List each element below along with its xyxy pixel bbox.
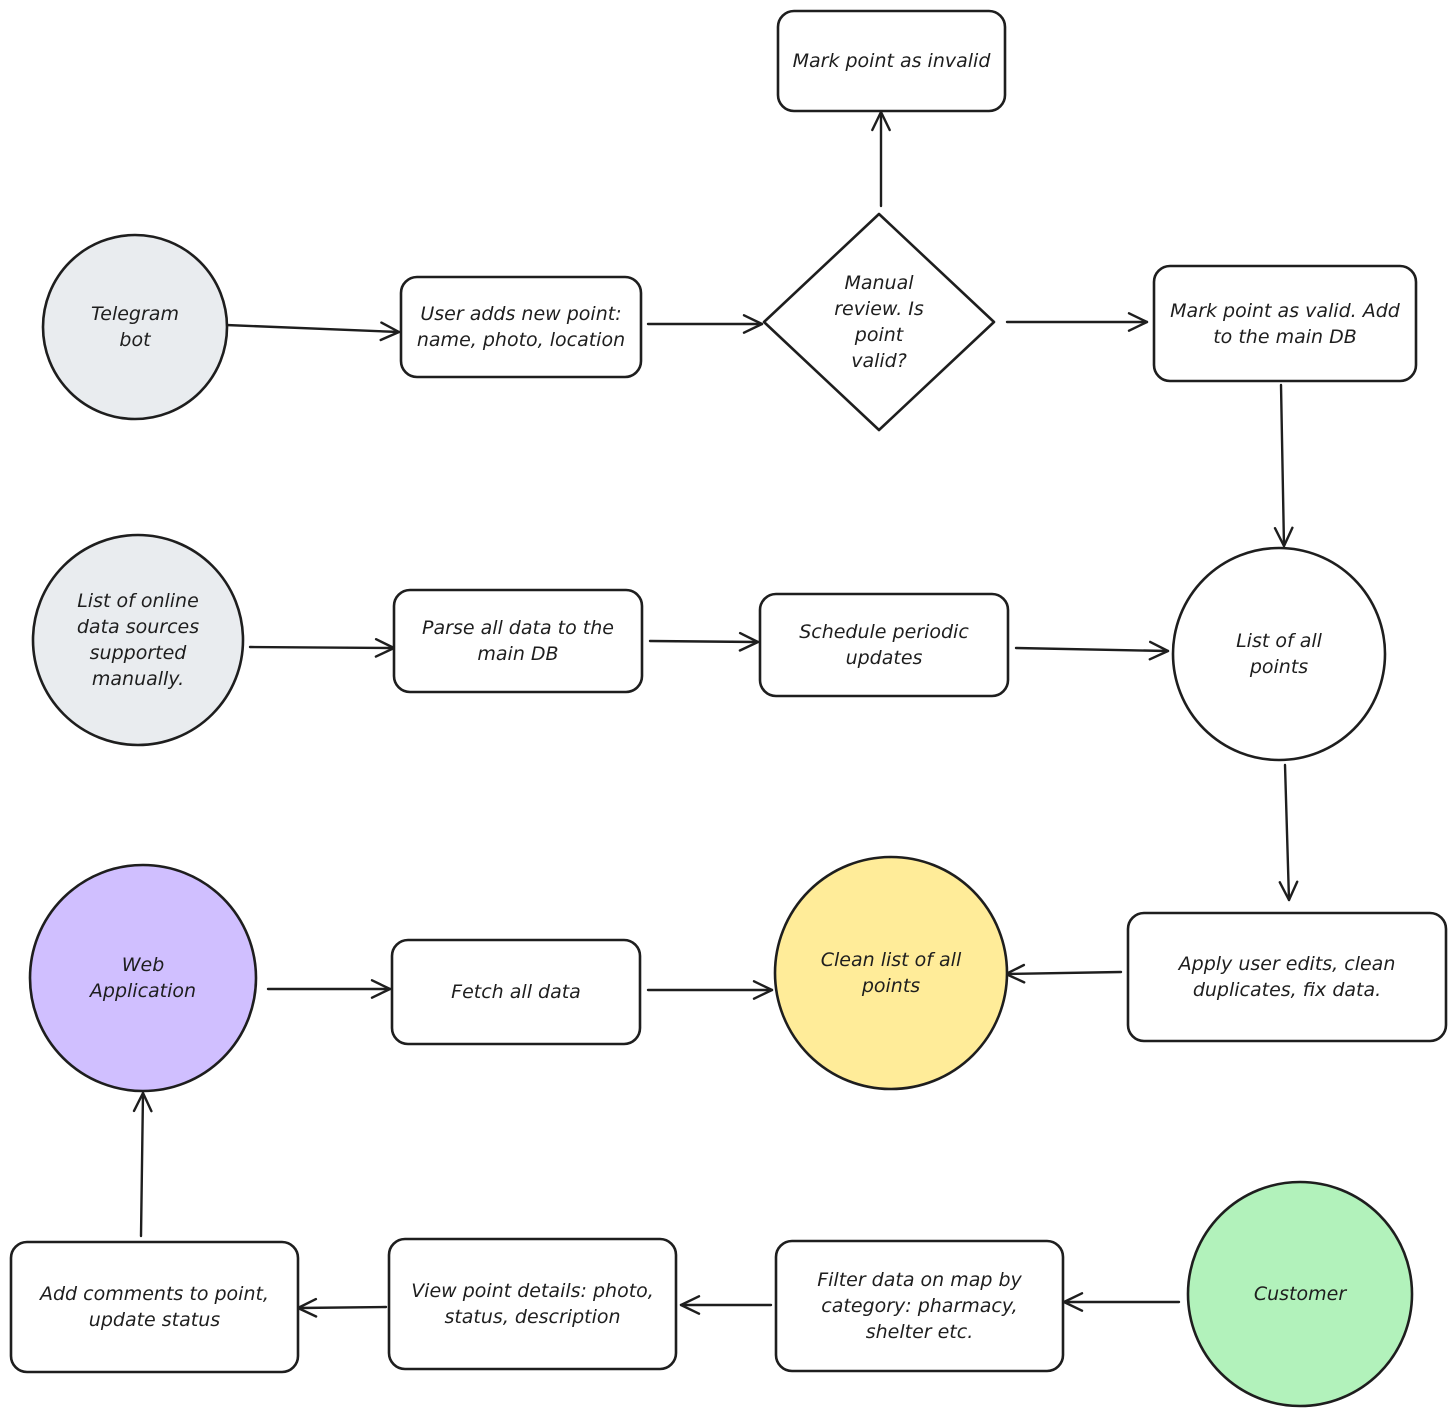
arrow-line <box>1279 383 1286 548</box>
all-points-node-shape <box>1171 546 1387 762</box>
arrowhead-icon <box>1278 880 1299 902</box>
mark-valid-node-shape <box>1152 264 1418 383</box>
arrow-line <box>296 1305 388 1310</box>
edge-manual-review-to-mark-valid <box>1005 312 1149 332</box>
arrowhead-icon <box>679 1295 701 1315</box>
customer-node-shape <box>1186 1180 1414 1408</box>
arrow-line <box>248 645 396 650</box>
manual-review-node-shape <box>762 212 996 432</box>
edge-parse-data-to-schedule-updates <box>648 631 760 652</box>
arrowhead-icon <box>738 631 760 652</box>
edge-add-comments-to-web-app <box>132 1091 153 1238</box>
arrowhead-icon <box>379 321 401 342</box>
arrowhead-icon <box>132 1091 153 1113</box>
web-app-node-shape <box>28 863 258 1093</box>
edge-user-adds-point-to-manual-review <box>646 314 764 334</box>
arrow-line <box>1014 646 1170 653</box>
edge-online-sources-to-parse-data <box>248 638 396 658</box>
edge-fetch-data-to-clean-list <box>646 980 774 1000</box>
filter-data-node-shape <box>774 1239 1065 1373</box>
add-comments-node-shape <box>9 1240 300 1374</box>
arrowhead-icon <box>1148 640 1170 661</box>
online-sources-node-shape <box>31 533 245 747</box>
fetch-data-node-shape <box>390 938 642 1046</box>
arrowhead-icon <box>1127 312 1149 332</box>
mark-invalid-node-shape <box>776 9 1007 113</box>
arrow-line <box>1283 763 1291 902</box>
edge-customer-to-filter-data <box>1062 1292 1181 1312</box>
edge-web-app-to-fetch-data <box>266 979 392 999</box>
edge-telegram-bot-to-user-adds-point <box>224 321 401 342</box>
arrowhead-icon <box>1273 526 1294 548</box>
arrowhead-icon <box>752 980 774 1000</box>
arrow-line <box>224 323 401 334</box>
edge-schedule-updates-to-all-points <box>1014 640 1170 661</box>
user-adds-point-node-shape <box>399 275 643 379</box>
arrowhead-icon <box>742 314 764 334</box>
edge-manual-review-to-mark-invalid <box>871 110 891 208</box>
arrow-line <box>1004 970 1123 976</box>
edge-all-points-to-apply-edits <box>1278 763 1299 902</box>
arrowhead-icon <box>370 979 392 999</box>
arrow-line <box>648 639 760 644</box>
edge-view-details-to-add-comments <box>296 1297 388 1318</box>
schedule-updates-node-shape <box>758 592 1010 698</box>
view-details-node-shape <box>387 1237 678 1371</box>
apply-edits-node-shape <box>1126 911 1448 1043</box>
edges-layer <box>132 110 1299 1318</box>
clean-list-node-shape <box>773 855 1009 1091</box>
nodes-layer <box>9 9 1448 1408</box>
edge-filter-data-to-view-details <box>679 1295 773 1315</box>
arrow-line <box>139 1091 145 1238</box>
telegram-bot-node-shape <box>41 233 229 421</box>
edge-apply-edits-to-clean-list <box>1004 963 1123 984</box>
edge-mark-valid-to-all-points <box>1273 383 1294 548</box>
parse-data-node-shape <box>392 588 644 694</box>
